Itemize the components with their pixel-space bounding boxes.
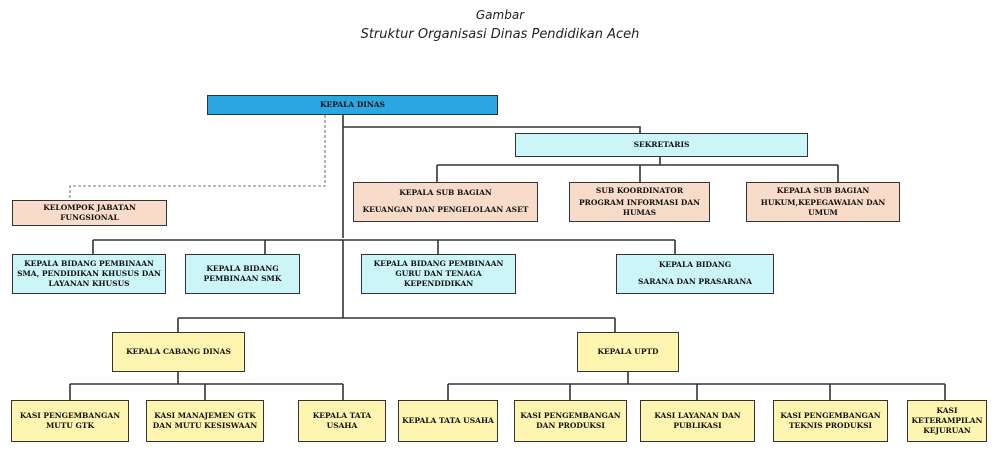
box-label-line1: KEPALA SUB BAGIAN: [776, 185, 870, 195]
box-label: KASI KETERAMPILAN KEJURUAN: [911, 405, 983, 436]
box-label-line1: SUB KOORDINATOR: [595, 185, 684, 195]
box-kepala-tata-usaha-uptd: KEPALA TATA USAHA: [398, 400, 498, 442]
box-label: KEPALA BIDANG PEMBINAAN SMA, PENDIDIKAN …: [17, 258, 161, 289]
box-label: KASI PENGEMBANGAN DAN PRODUKSI: [520, 410, 621, 430]
box-label-line1: KEPALA BIDANG: [658, 260, 732, 270]
box-kasi-pengembangan-mutu-gtk: KASI PENGEMBANGAN MUTU GTK: [11, 400, 129, 442]
box-kasi-pengembangan-produksi: KASI PENGEMBANGAN DAN PRODUKSI: [514, 400, 627, 442]
box-kepala-dinas: KEPALA DINAS: [207, 95, 498, 115]
box-label-line1: KEPALA SUB BAGIAN: [399, 188, 492, 198]
box-kasi-manajemen-gtk: KASI MANAJEMEN GTK DAN MUTU KESISWAAN: [146, 400, 264, 442]
box-kepala-uptd: KEPALA UPTD: [577, 332, 679, 372]
box-sekretaris: SEKRETARIS: [515, 133, 808, 157]
box-label: KASI MANAJEMEN GTK DAN MUTU KESISWAAN: [152, 410, 258, 430]
box-label: KEPALA UPTD: [597, 346, 659, 356]
box-label-line2: KEUANGAN DAN PENGELOLAAN ASET: [362, 205, 529, 215]
box-kepala-cabang-dinas: KEPALA CABANG DINAS: [112, 332, 245, 372]
box-kasubag-keuangan: KEPALA SUB BAGIAN KEUANGAN DAN PENGELOLA…: [353, 182, 538, 222]
box-label: KELOMPOK JABATAN FUNGSIONAL: [43, 202, 136, 222]
box-kasubag-hukum: KEPALA SUB BAGIAN HUKUM,KEPEGAWAIAN DAN …: [746, 182, 900, 222]
box-label: KASI PENGEMBANGAN MUTU GTK: [19, 410, 121, 430]
box-label: KASI LAYANAN DAN PUBLIKASI: [654, 410, 741, 430]
box-label: KEPALA TATA USAHA: [402, 415, 494, 425]
box-label: KEPALA CABANG DINAS: [126, 346, 231, 356]
box-kelompok-jabatan-fungsional: KELOMPOK JABATAN FUNGSIONAL: [12, 200, 167, 226]
box-kasi-keterampilan-kejuruan: KASI KETERAMPILAN KEJURUAN: [907, 400, 987, 442]
box-kabid-guru: KEPALA BIDANG PEMBINAAN GURU DAN TENAGA …: [361, 254, 516, 294]
box-label-line2: PROGRAM INFORMASI DAN HUMAS: [578, 197, 701, 217]
diagram-title: Struktur Organisasi Dinas Pendidikan Ace…: [360, 27, 640, 42]
box-label: KEPALA BIDANG PEMBINAAN GURU DAN TENAGA …: [373, 258, 504, 289]
box-kepala-tata-usaha-cabang: KEPALA TATA USAHA: [298, 400, 386, 442]
box-kabid-sma: KEPALA BIDANG PEMBINAAN SMA, PENDIDIKAN …: [12, 254, 166, 294]
box-label: KEPALA DINAS: [320, 99, 385, 109]
box-label: KEPALA TATA USAHA: [312, 410, 372, 430]
box-kasi-teknis-produksi: KASI PENGEMBANGAN TEKNIS PRODUKSI: [773, 400, 888, 442]
box-label-line2: SARANA DAN PRASARANA: [637, 277, 753, 287]
box-label: KEPALA BIDANG PEMBINAAN SMK: [203, 263, 282, 283]
box-kasi-layanan-publikasi: KASI LAYANAN DAN PUBLIKASI: [640, 400, 755, 442]
box-label: KASI PENGEMBANGAN TEKNIS PRODUKSI: [780, 410, 881, 430]
box-label-line2: HUKUM,KEPEGAWAIAN DAN UMUM: [760, 197, 886, 217]
diagram-caption: Gambar: [475, 8, 525, 22]
box-subkoor-program: SUB KOORDINATOR PROGRAM INFORMASI DAN HU…: [569, 182, 710, 222]
box-label: SEKRETARIS: [633, 139, 690, 149]
box-kabid-smk: KEPALA BIDANG PEMBINAAN SMK: [185, 254, 300, 294]
box-kabid-sarana: KEPALA BIDANG SARANA DAN PRASARANA: [616, 254, 774, 294]
